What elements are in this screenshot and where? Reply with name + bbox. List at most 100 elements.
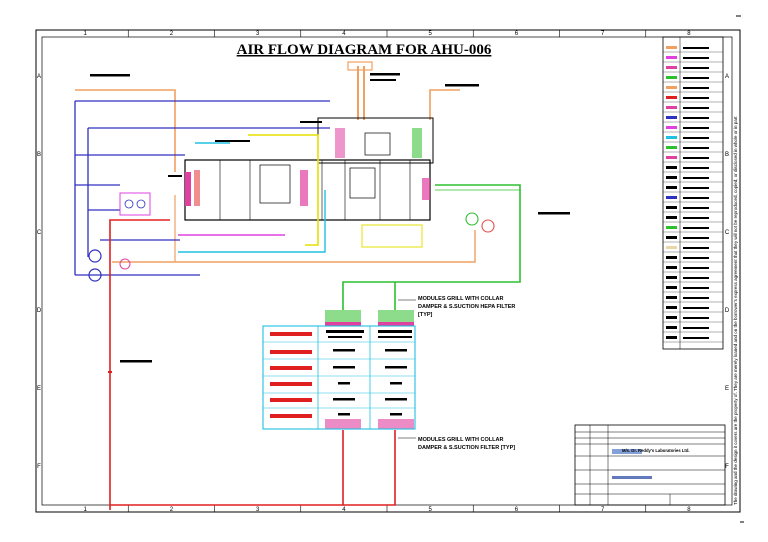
- outer-frame: [35, 29, 741, 513]
- hepa-note-top-line2: DAMPER & S.SUCTION HEPA FILTER: [418, 304, 515, 310]
- grid-row-label: D: [37, 308, 42, 314]
- valve-icon: [124, 199, 134, 209]
- valve-icon: [136, 199, 146, 209]
- valve-box: [119, 192, 151, 216]
- legend-text-mark: [683, 247, 709, 249]
- legend-swatch: [666, 46, 677, 49]
- grid-column-label: 5: [428, 31, 432, 37]
- panel-box: [361, 224, 423, 248]
- legend-text-mark: [683, 77, 709, 79]
- grid-row-label: E: [725, 386, 729, 392]
- legend-text-mark: [683, 307, 709, 309]
- legend-text-mark: [683, 167, 709, 169]
- legend-swatch: [666, 126, 677, 129]
- grid-column-label: 2: [170, 31, 174, 37]
- legend-swatch: [666, 306, 677, 309]
- return-air-duct: [108, 219, 396, 510]
- legend-swatch: [666, 296, 677, 299]
- hepa-terminal-right: [378, 310, 414, 326]
- legend-swatch: [666, 206, 677, 209]
- legend-swatch: [666, 116, 677, 119]
- grid-row-labels: A A B B C C D D E E F F: [37, 74, 730, 470]
- hepa-terminal-left: [325, 310, 361, 326]
- grid-row-label: A: [37, 74, 41, 80]
- damper-icon: [481, 219, 495, 233]
- legend-swatch: [666, 106, 677, 109]
- gauge-icon: [88, 249, 102, 263]
- legend-swatch: [666, 186, 677, 189]
- company-name: M/s. Dr. Reddy's Laboratories Ltd.: [622, 448, 690, 453]
- legend-text-mark: [683, 187, 709, 189]
- cyan-line: [178, 190, 326, 253]
- legend-swatch: [666, 196, 677, 199]
- inner-frame: [41, 36, 733, 506]
- room-data-table: [262, 325, 416, 430]
- legend-text-mark: [683, 157, 709, 159]
- legend-swatch: [666, 226, 677, 229]
- legend-swatch: [666, 146, 677, 149]
- sensor-icon: [119, 258, 131, 270]
- legend-swatch: [666, 56, 677, 59]
- legend-text-mark: [683, 47, 709, 49]
- title-block: M/s. Dr. Reddy's Laboratories Ltd.: [574, 424, 726, 506]
- grid-column-label: 3: [256, 507, 260, 513]
- hepa-note-top-line1: MODULES GRILL WITH COLLAR: [418, 296, 503, 302]
- return-grill-right: [378, 419, 414, 429]
- grid-column-label: 7: [601, 31, 605, 37]
- grid-column-label: 1: [83, 31, 87, 37]
- legend-text-mark: [683, 217, 709, 219]
- legend-swatch: [666, 246, 677, 249]
- legend-text-mark: [683, 287, 709, 289]
- grid-row-label: E: [37, 386, 41, 392]
- grid-row-label: F: [37, 464, 41, 470]
- return-grill-left: [325, 419, 361, 429]
- grid-row-label: B: [37, 152, 41, 158]
- grid-column-label: 6: [515, 31, 519, 37]
- legend-text-mark: [683, 227, 709, 229]
- legend-swatch: [666, 176, 677, 179]
- grid-column-label: 8: [687, 31, 691, 37]
- grid-row-label: F: [725, 464, 729, 470]
- legend-swatch: [666, 86, 677, 89]
- grid-column-label: 1: [83, 507, 87, 513]
- legend-swatch: [666, 166, 677, 169]
- legend-text-mark: [683, 257, 709, 259]
- legend-swatch: [666, 256, 677, 259]
- legend-text-mark: [683, 267, 709, 269]
- grid-row-label: D: [725, 308, 730, 314]
- hepa-note-top-line3: [TYP]: [418, 312, 433, 318]
- grid-column-label: 2: [170, 507, 174, 513]
- legend-text-mark: [683, 277, 709, 279]
- legend-text-mark: [683, 127, 709, 129]
- legend-swatch: [666, 156, 677, 159]
- grid-column-label: 4: [342, 31, 346, 37]
- fresh-air-duct: [75, 61, 476, 263]
- grid-column-label: 6: [515, 507, 519, 513]
- grid-column-label: 7: [601, 507, 605, 513]
- legend-swatch: [666, 276, 677, 279]
- gauge-icon: [88, 268, 102, 282]
- supply-air-duct: [342, 184, 521, 310]
- legend-text-mark: [683, 197, 709, 199]
- legend-text-mark: [683, 97, 709, 99]
- legend-text-mark: [683, 137, 709, 139]
- side-note: The drawing and the design it covers are…: [733, 116, 738, 505]
- callout-marks: [90, 73, 570, 363]
- grid-row-label: C: [37, 230, 42, 236]
- grid-row-label: A: [725, 74, 729, 80]
- grid-row-label: B: [725, 152, 729, 158]
- legend-text-mark: [683, 117, 709, 119]
- legend-swatch: [666, 136, 677, 139]
- grid-row-label: C: [725, 230, 730, 236]
- grid-column-label: 4: [342, 507, 346, 513]
- legend-text-mark: [683, 67, 709, 69]
- legend-text-mark: [683, 147, 709, 149]
- legend-text-mark: [683, 177, 709, 179]
- grid-column-label: 5: [428, 507, 432, 513]
- legend-text-mark: [683, 317, 709, 319]
- legend-swatch: [666, 286, 677, 289]
- legend-swatch: [666, 316, 677, 319]
- legend-text-mark: [683, 297, 709, 299]
- legend-text-mark: [683, 107, 709, 109]
